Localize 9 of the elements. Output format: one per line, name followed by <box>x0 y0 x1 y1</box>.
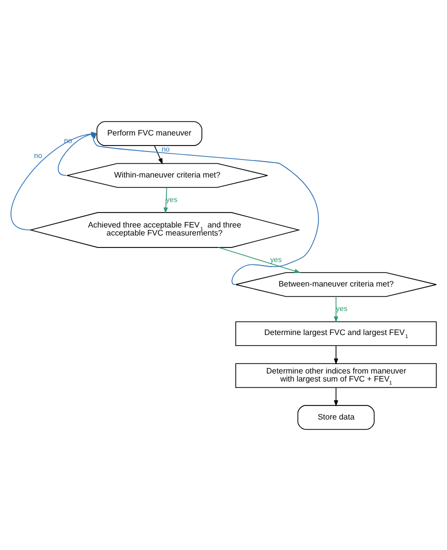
arrow <box>164 186 168 214</box>
arrow <box>334 296 338 322</box>
arrow <box>334 344 338 364</box>
edge-label: yes <box>270 254 282 264</box>
arrow <box>334 386 338 406</box>
edge-label: no <box>34 150 42 160</box>
arrow <box>154 144 163 164</box>
edge-label: no <box>162 144 170 153</box>
arrow <box>218 246 301 273</box>
